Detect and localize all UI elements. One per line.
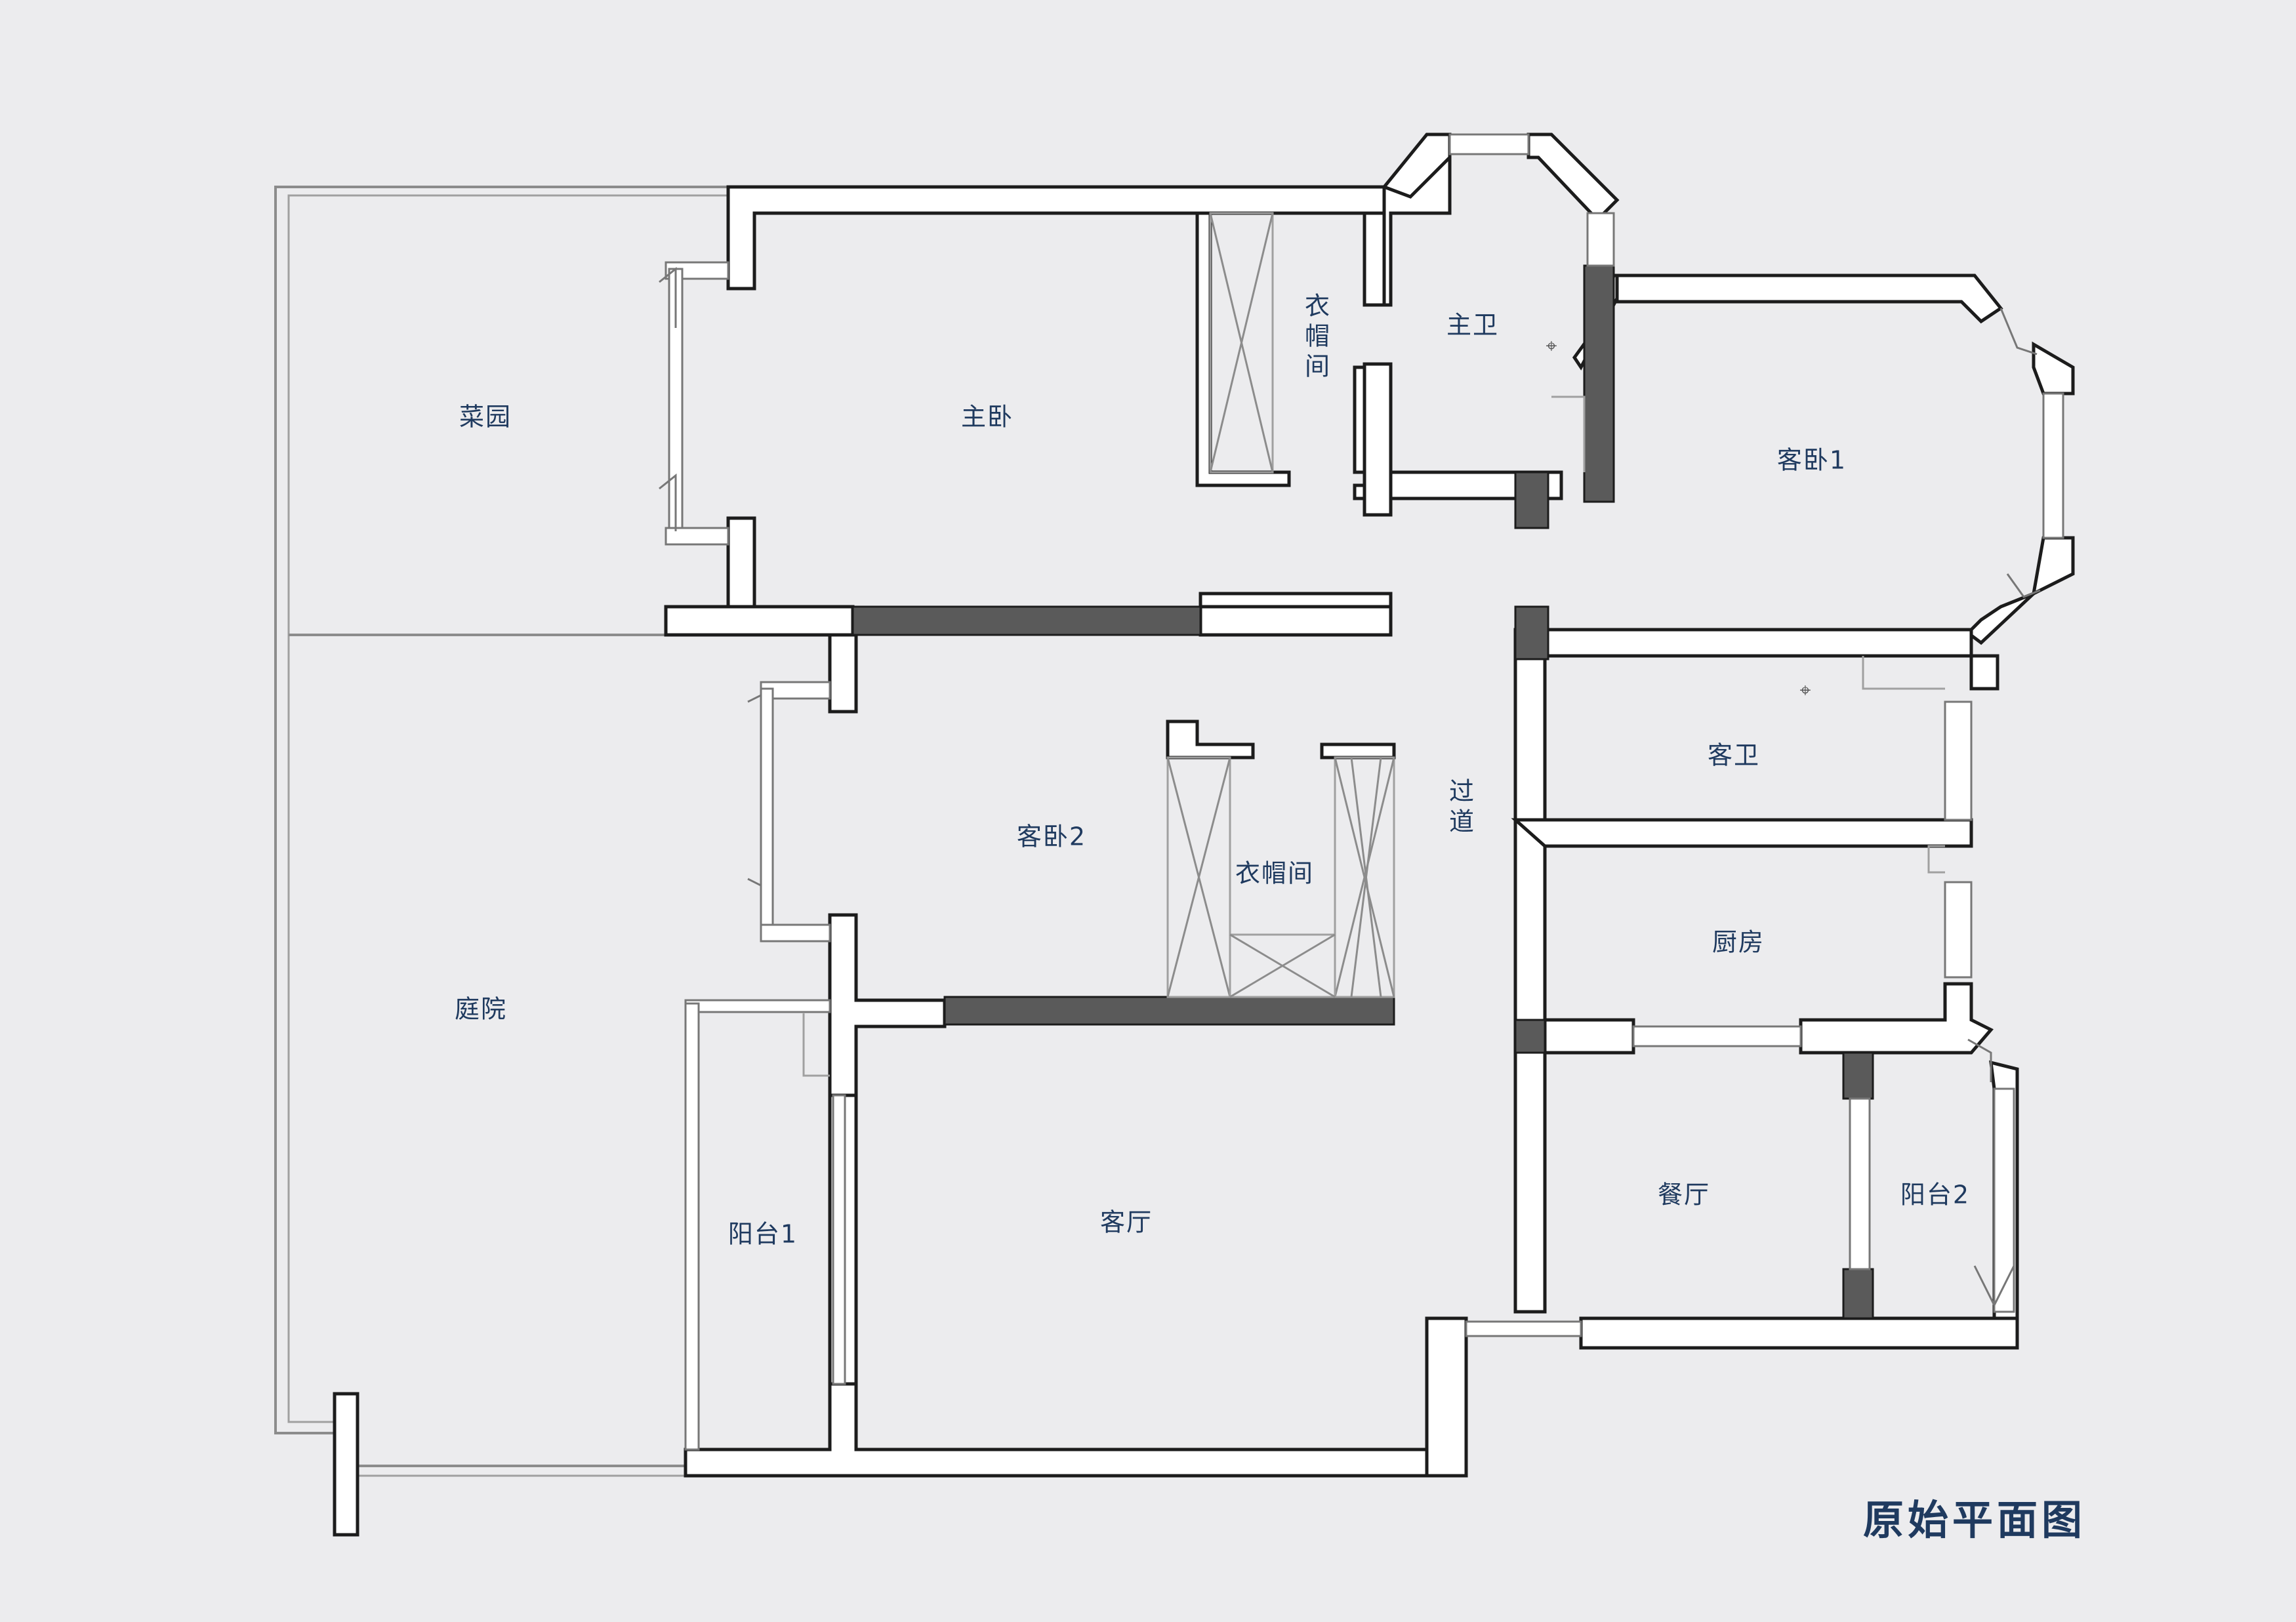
room-label-chufang: 厨房	[1712, 927, 1765, 957]
bearing-walls	[851, 264, 1874, 1320]
room-label-caiyuan: 菜园	[459, 402, 512, 432]
room-label-yangtai2: 阳台2	[1900, 1180, 1971, 1209]
room-label-yangtai1: 阳台1	[728, 1219, 798, 1249]
room-label-kewo2: 客卧2	[1016, 822, 1087, 851]
room-label-kewo1: 客卧1	[1776, 445, 1847, 475]
room-label-zhuwei: 主卫	[1446, 310, 1500, 340]
room-label-guodao: 过道	[1445, 778, 1474, 838]
room-label-zhuwo: 主卧	[960, 402, 1014, 432]
room-label-kewei: 客卫	[1707, 740, 1761, 770]
guest-bath-drain-icon: ⌖	[1799, 679, 1811, 702]
windows	[659, 133, 2064, 1451]
master-bath-drain-icon: ⌖	[1546, 335, 1557, 358]
master-bedroom-walls	[726, 185, 1563, 609]
room-label-master-closet: 衣帽间	[1300, 293, 1330, 383]
bath-fixtures	[802, 395, 1945, 1077]
closet-fixtures	[1166, 212, 1396, 998]
room-label-keting: 客厅	[1099, 1207, 1153, 1237]
plan-title: 原始平面图	[1862, 1496, 2087, 1544]
room-label-canting: 餐厅	[1657, 1180, 1711, 1209]
courtyard-railing	[274, 186, 728, 1477]
room-label-tingyuan: 庭院	[454, 994, 508, 1024]
room-label-guest-closet: 衣帽间	[1235, 859, 1315, 888]
